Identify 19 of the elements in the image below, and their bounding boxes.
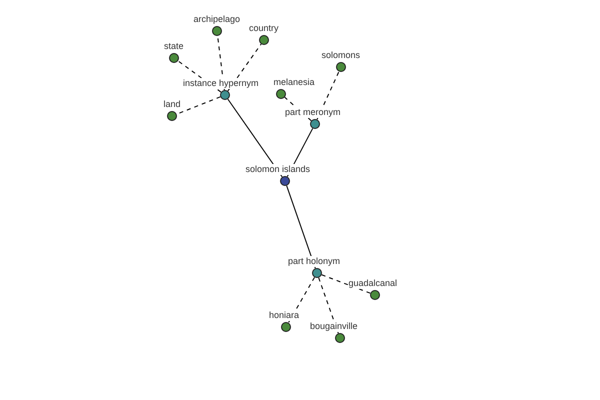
node-label: part holonym — [287, 256, 342, 266]
node-label: state — [163, 40, 185, 52]
node-label: country — [248, 22, 280, 34]
node-label: instance hypernym — [182, 78, 260, 88]
node-label: guadalcanal — [348, 278, 398, 288]
dashed-connector — [288, 276, 315, 324]
node-label: part meronym — [284, 106, 342, 118]
node-label: solomons — [320, 50, 362, 60]
node-label: bougainville — [309, 320, 359, 332]
node-label: archipelago — [192, 14, 242, 24]
node-label: honiara — [268, 310, 300, 320]
dashed-connector — [321, 274, 371, 294]
dashed-connector — [316, 71, 340, 120]
dashed-connector — [227, 44, 262, 92]
connector-line — [286, 185, 316, 269]
node-label: solomon islands — [244, 164, 312, 174]
dashed-connector — [318, 277, 339, 334]
node-label: melanesia — [272, 76, 316, 88]
node-label: land — [162, 98, 182, 110]
